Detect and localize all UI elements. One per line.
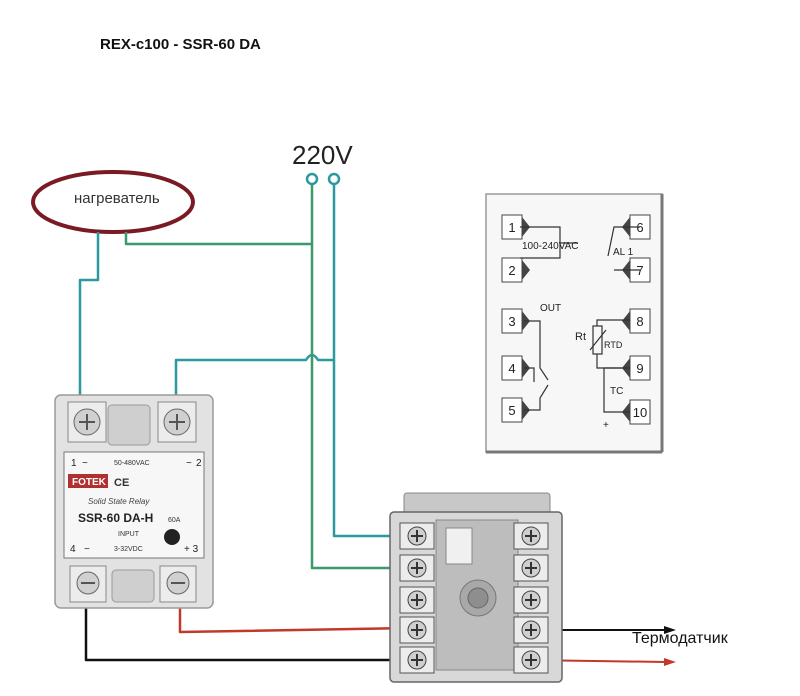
ssr-terminal-1 xyxy=(67,401,107,443)
controller-terminals xyxy=(399,522,549,674)
ssr-input-label: INPUT xyxy=(118,531,140,538)
supply-terminal-right xyxy=(327,172,341,186)
sensor-label: Термодатчик xyxy=(632,630,728,647)
controller-terminal-left-2 xyxy=(399,554,435,582)
ssr-terminal-2 xyxy=(157,401,197,443)
ssr-t1-label: 1 xyxy=(71,458,77,469)
ssr-input-rating: 3-32VDC xyxy=(114,546,143,553)
supply-terminal-left xyxy=(305,172,319,186)
ssr-indicator-led xyxy=(164,529,180,545)
ssr-brand-badge xyxy=(68,474,108,488)
wire-heater-220v xyxy=(124,184,314,246)
wire-ssr-minus-controller5 xyxy=(84,588,412,662)
pin-label-9: 9 xyxy=(636,361,643,376)
sensor-arrow-red xyxy=(664,658,676,666)
ssr-brand: FOTEK xyxy=(72,477,107,488)
ssr-output-rating: 50-480VAC xyxy=(114,460,150,467)
controller-terminal-right-3 xyxy=(513,586,549,614)
supply-voltage-label: 220V xyxy=(292,140,353,170)
ssr-current: 60A xyxy=(168,517,181,524)
heater-label: нагреватель xyxy=(74,190,160,207)
wire-ssr2-220v xyxy=(174,184,336,418)
pin-2: 2 xyxy=(501,257,530,283)
controller-terminal-block xyxy=(389,492,563,683)
ssr-t2-sign: ~ xyxy=(186,458,192,469)
controller-terminal-right-4 xyxy=(513,616,549,644)
pinout-out-label: OUT xyxy=(540,303,561,314)
ssr-t2-label: 2 xyxy=(196,458,202,469)
pinout-rt-label: Rt xyxy=(575,331,586,343)
ssr-t3-label: + 3 xyxy=(184,544,199,555)
pin-8: 8 xyxy=(622,308,651,334)
pin-label-10: 10 xyxy=(633,405,647,420)
pin-label-3: 3 xyxy=(508,314,515,329)
ssr-t1-sign: ~ xyxy=(82,458,88,469)
wire-heater-ssr1 xyxy=(78,232,100,418)
wire-220v-controller2 xyxy=(310,244,404,570)
pinout-tc-label: TC xyxy=(610,386,623,397)
pin-label-1: 1 xyxy=(508,220,515,235)
ssr-subtitle: Solid State Relay xyxy=(88,497,150,506)
ssr-t4-label: 4 xyxy=(70,544,76,555)
ssr-model: SSR-60 DA-H xyxy=(78,511,153,525)
solid-state-relay: 1 ~ 50-480VAC ~ 2 FOTEK CE Solid State R… xyxy=(54,394,214,609)
pinout-plus-label: + xyxy=(603,420,609,431)
ssr-terminal-4 xyxy=(69,565,107,603)
controller-terminal-left-3 xyxy=(399,586,435,614)
ssr-terminal-3 xyxy=(159,565,197,603)
sensor-arrow-black xyxy=(664,626,676,634)
wire-ssr-plus-controller4 xyxy=(178,588,413,634)
controller-terminal-left-1 xyxy=(399,522,435,550)
controller-terminal-right-5 xyxy=(513,646,549,674)
pin-label-4: 4 xyxy=(508,361,515,376)
pinout-power-label: 100-240VAC xyxy=(522,241,579,252)
controller-terminal-right-1 xyxy=(513,522,549,550)
wires xyxy=(78,184,676,666)
wire-220v-controller1 xyxy=(332,360,404,538)
controller-terminal-right-2 xyxy=(513,554,549,582)
controller-terminal-left-5 xyxy=(399,646,435,674)
pinout-rtd-label: RTD xyxy=(604,340,623,350)
ssr-ce-mark: CE xyxy=(114,477,129,489)
heater-ellipse xyxy=(31,170,195,234)
pin-label-5: 5 xyxy=(508,403,515,418)
controller-terminal-left-4 xyxy=(399,616,435,644)
pinout-alarm-label: AL 1 xyxy=(613,247,634,258)
pin-10: 10 xyxy=(622,399,651,425)
pin-label-8: 8 xyxy=(636,314,643,329)
diagram-title: REX-c100 - SSR-60 DA xyxy=(100,36,261,53)
pin-label-2: 2 xyxy=(508,263,515,278)
ssr-t4-sign: − xyxy=(84,544,90,555)
